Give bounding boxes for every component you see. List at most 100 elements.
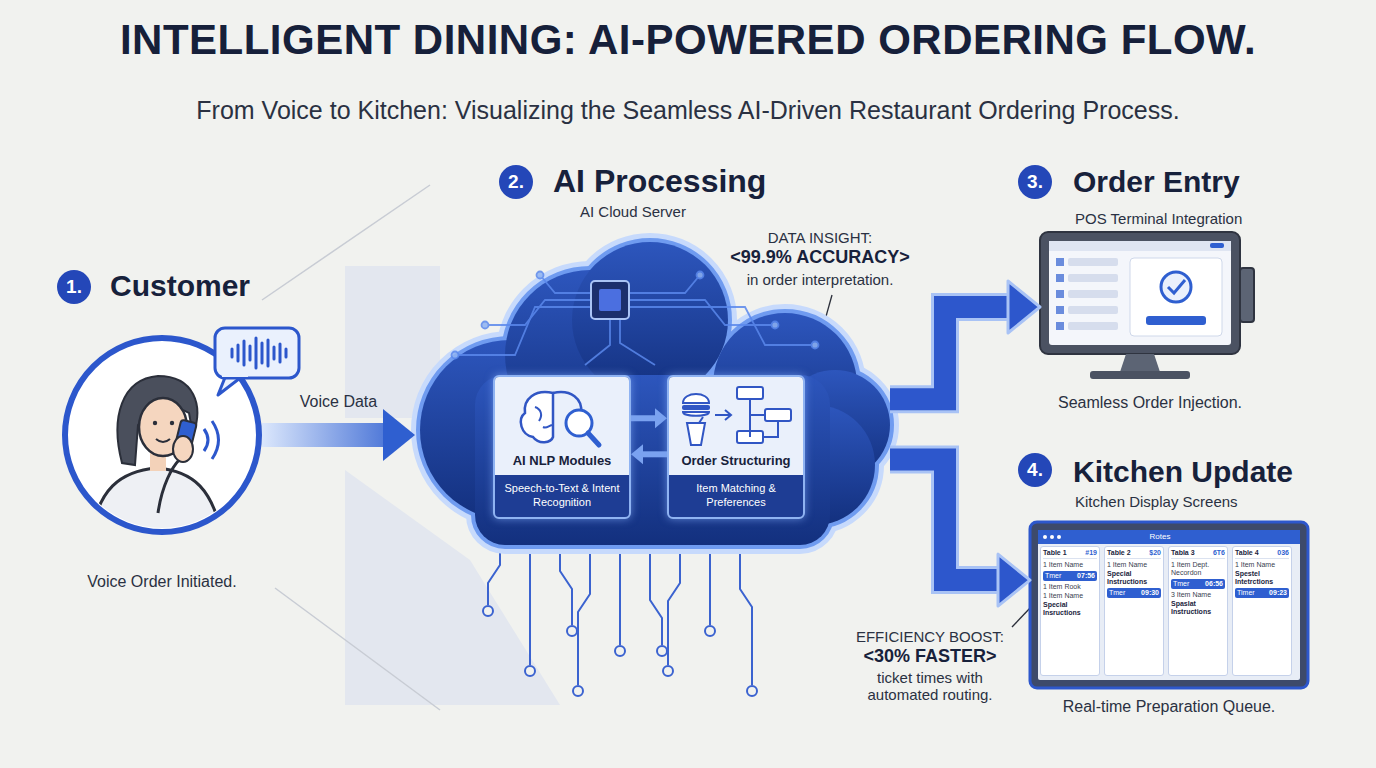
graphic-g (90, 376, 224, 545)
diagram-title: INTELLIGENT DINING: AI-POWERED ORDERING … (0, 16, 1376, 64)
graphic-rect (1210, 243, 1224, 248)
graphic-rect (1240, 268, 1254, 322)
graphic-line (588, 433, 599, 445)
graphic-path (627, 275, 700, 293)
graphic-line (267, 340, 270, 366)
graphic-line (237, 345, 240, 361)
graphic-rect (1130, 258, 1222, 336)
ticket-text: Tabla 3 (1171, 549, 1195, 557)
ticket-text: Table 1 (1043, 549, 1067, 557)
graphic-line (285, 349, 288, 357)
node-text: Voice Order Initiated. (62, 573, 262, 591)
graphic-rect (1146, 316, 1206, 325)
ticket-text: 06:56 (1205, 580, 1223, 588)
circuit-pad (573, 686, 583, 696)
callout-text: in order interpretation. (720, 271, 920, 288)
graphic-rect (1038, 530, 1300, 680)
ticket-text: 07:56 (1077, 572, 1095, 580)
graphic-rect (1068, 274, 1118, 282)
graphic-path (156, 439, 170, 442)
circuit-pad (705, 626, 715, 636)
graphic-g (232, 338, 286, 368)
diagram-caption: From Voice to Kitchen: Visualizing the S… (0, 96, 1376, 125)
ticket-header: Table 1#19 (1043, 549, 1097, 559)
graphic-rect (1056, 274, 1064, 282)
connector-label: Voice Data (269, 393, 409, 411)
module-panel: Order Structuring (669, 377, 803, 475)
graphic-line (231, 349, 234, 357)
graphic-path (540, 275, 593, 293)
graphic-rect (222, 371, 248, 377)
graphic-rect (1040, 232, 1240, 354)
graphic-rect (1038, 530, 1300, 544)
ticket-body: 1 Item NameSpecial InstructionsTmer09:30 (1107, 561, 1161, 598)
graphic-path (90, 468, 224, 545)
graphic-circle (482, 322, 489, 329)
ticket-card: Tabla 3 6T6 1 Item Dept. NecordonTmer06:56… (1168, 546, 1228, 676)
arrow-head (383, 409, 415, 461)
connector-line (262, 423, 383, 447)
graphic-path (715, 410, 731, 420)
graphic-line (255, 338, 258, 368)
ticket-text: 1 Item Name (1235, 561, 1289, 569)
graphic-circle (1050, 535, 1054, 539)
graphic-rect (1068, 306, 1118, 314)
ticket-header: Table 2$20 (1107, 549, 1161, 559)
graphic-line (243, 341, 246, 365)
graphic-line (273, 347, 276, 359)
graphic-circle (812, 342, 819, 349)
connector-rim (890, 460, 998, 581)
ticket-text: $20 (1149, 549, 1161, 557)
graphic-path (585, 317, 610, 365)
arrow-head (998, 554, 1030, 606)
ticket-text: 09:30 (1141, 589, 1159, 597)
node-heading: Order Entry (1073, 165, 1240, 200)
graphic-rect (1068, 258, 1118, 266)
ticket-text: 6T6 (1213, 549, 1225, 557)
graphic-circle (452, 352, 459, 359)
circuit-pad (483, 606, 493, 616)
node-heading: Customer (110, 269, 250, 304)
callout-number: 4. (1018, 453, 1052, 487)
circuit-pad (525, 666, 535, 676)
graphic-circle (1043, 535, 1047, 539)
nlp-module: AI NLP ModulesSpeech-to-Text & Intent Re… (493, 375, 631, 519)
graphic-line (699, 417, 703, 423)
connector-line (890, 460, 998, 581)
ticket-text: 1 Item Dept. Necordon (1171, 561, 1225, 577)
graphic-circle (170, 421, 174, 425)
graphic-circle (697, 272, 704, 279)
graphic-path (750, 399, 778, 437)
node-text: Item Matching & Preferences (669, 475, 803, 518)
ticket-header: Table 4036 (1235, 549, 1289, 559)
ticket-body: 1 Item Dept. NecordonTmer06:563 Item Nam… (1171, 561, 1225, 616)
graphic-rect (1049, 241, 1231, 251)
chip-icon (591, 281, 629, 319)
graphic-rect (475, 375, 830, 545)
callout-value: <99.9% ACCURACY> (700, 247, 940, 268)
ticket-card: Table 4036 1 Item NameSpestel Intetrction… (1232, 546, 1292, 676)
ticket-text: Special Insructions (1043, 601, 1097, 617)
timer-bar: Tmer06:56 (1171, 579, 1225, 589)
graphic-path (204, 429, 208, 451)
graphic-path (158, 459, 180, 513)
connector-rim (890, 307, 1008, 399)
graphic-circle (1057, 535, 1061, 539)
graphic-path (485, 300, 593, 325)
leader-line (1012, 607, 1031, 627)
ticket-text: 1 Item Name (1107, 561, 1161, 569)
graphic-rect (475, 375, 830, 545)
graphic-rect (1090, 371, 1190, 379)
ticket-body: 1 Item NameSpestel IntetrctionsTimer09:2… (1235, 561, 1289, 598)
flow-connector (262, 409, 415, 461)
module-panel: AI NLP Modules (495, 377, 629, 475)
flow-connector (890, 281, 1040, 399)
graphic-path (521, 392, 553, 442)
graphic-path (212, 421, 219, 459)
ticket-text: Tmer (1109, 589, 1125, 597)
graphic-path (1168, 280, 1185, 293)
timer-bar: Timer09:23 (1235, 588, 1289, 598)
node-text: Kitchen Display Screens (1075, 493, 1238, 510)
graphic-circle (772, 322, 779, 329)
